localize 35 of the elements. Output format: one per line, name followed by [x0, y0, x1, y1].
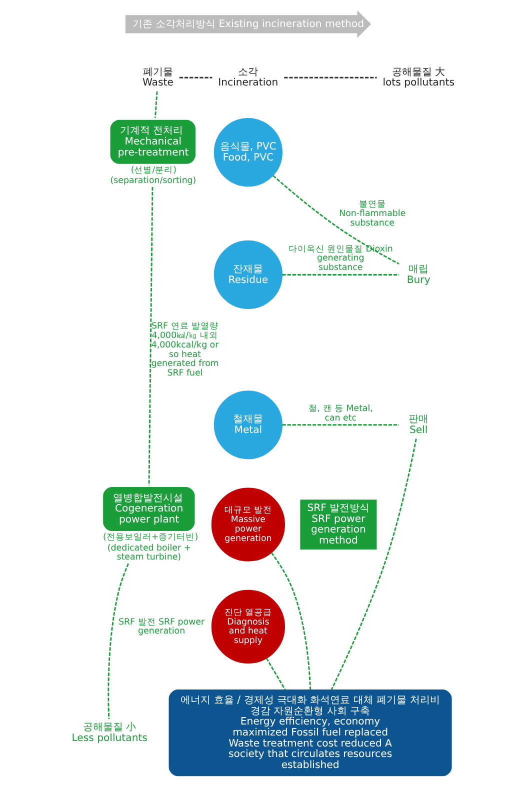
- node-box: 에너지 효율 / 경제성 극대화 화석연료 대체 폐기물 처리비 경감 자원순환형 사회 구축 Energy efficiency, economy maximized Fossil fuel replaced Waste treatment cost reduced A society that circulates resources established: [168, 690, 452, 776]
- node-circle: 대규모 발전 Massive power generation: [210, 488, 285, 562]
- node-text: 폐기물 Waste: [142, 66, 173, 89]
- edge-label: SRF 발전 SRF power generation: [118, 617, 204, 637]
- node-circle: 철재물 Metal: [213, 390, 282, 460]
- label: 기존 소각처리방식 Existing incineration method: [132, 18, 364, 30]
- node-text: 공해물질 小 Less pollutants: [71, 722, 147, 744]
- node-text: 매립 Bury: [406, 264, 430, 286]
- connector: [107, 563, 128, 719]
- node-circle: 잔재물 Residue: [213, 240, 282, 310]
- connector: [270, 552, 311, 690]
- node-text: 소각 Incineration: [218, 66, 278, 89]
- node-box: 기계적 전처리 Mechanical pre-treatment: [110, 120, 195, 164]
- connector: [282, 274, 398, 276]
- label: SRF 발전방식 SRF power generation method: [306, 502, 370, 546]
- node-label: (전용보일러+증기터빈): [102, 532, 198, 542]
- node-circle: 음식물, PVC Food, PVC: [213, 118, 282, 187]
- node-label: (선별/분리): [130, 165, 176, 176]
- connector: [265, 658, 286, 690]
- edge-label: 철, 캔 등 Metal, can etc: [308, 404, 372, 424]
- edge-label: 불연물 Non-flammable substance: [338, 200, 406, 228]
- connector: [148, 186, 153, 486]
- connector: [154, 91, 158, 118]
- connector: [178, 76, 212, 78]
- node-text: 공해물질 大 lots pollutants: [382, 66, 454, 89]
- connector: [272, 175, 399, 264]
- node-text: 판매 Sell: [408, 414, 428, 436]
- edge-label: SRF 연료 발열량 4,000㎉/㎏ 내외 4,000kcal/kg or so heat generated from SRF fuel: [150, 322, 218, 379]
- connector: [284, 76, 376, 78]
- node-circle: 진단 열공급 Diagnosis and heat supply: [210, 590, 285, 664]
- node-box: 열병합발전시설 Cogeneration power plant: [102, 487, 194, 532]
- node-label: (dedicated boiler + steam turbine): [106, 543, 191, 563]
- connector: [282, 424, 398, 426]
- node-label: (separation/sorting): [110, 176, 196, 186]
- connector: [330, 438, 416, 690]
